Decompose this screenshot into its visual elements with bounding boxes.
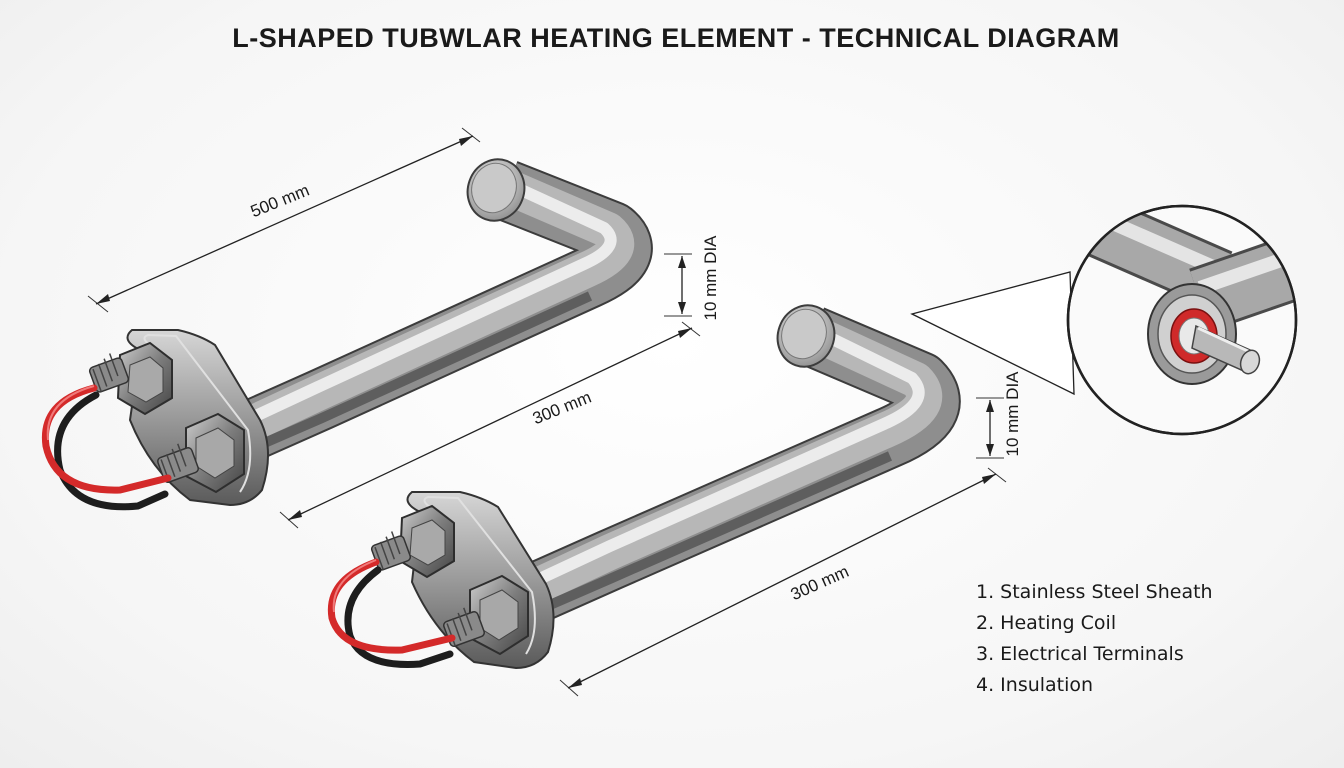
heating-element-top [41,158,653,511]
dimension-300mm-bottom [559,467,1007,697]
heating-element-bottom [327,304,961,670]
dimension-dia-bottom [976,397,1004,459]
page-title: L-SHAPED TUBWLAR HEATING ELEMENT - TECHN… [232,23,1119,53]
terminal-top-lower [157,412,245,494]
wire-black-bottom [344,566,454,668]
dimension-label-dia-top: 10 mm DIA [701,235,720,321]
terminal-bottom-lower [443,574,529,656]
dimension-label-length: 500 mm [248,181,312,222]
dimension-label-width-bottom: 300 mm [788,562,852,604]
terminal-top-upper [88,341,173,416]
legend-item-coil: 2. Heating Coil [976,612,1116,634]
dimension-dia-top [664,253,692,317]
legend: 1. Stainless Steel Sheath 2. Heating Coi… [976,581,1213,696]
dimension-label-dia-bottom: 10 mm DIA [1003,371,1022,457]
legend-item-insulation: 4. Insulation [976,674,1093,696]
legend-item-terminals: 3. Electrical Terminals [976,643,1184,665]
dimension-300mm-top [279,321,701,529]
dimension-label-width-top: 300 mm [530,388,594,429]
dimension-500mm [87,127,481,313]
cross-section-callout [910,204,1298,436]
legend-item-sheath: 1. Stainless Steel Sheath [976,581,1213,603]
terminal-bottom-upper [370,504,455,579]
